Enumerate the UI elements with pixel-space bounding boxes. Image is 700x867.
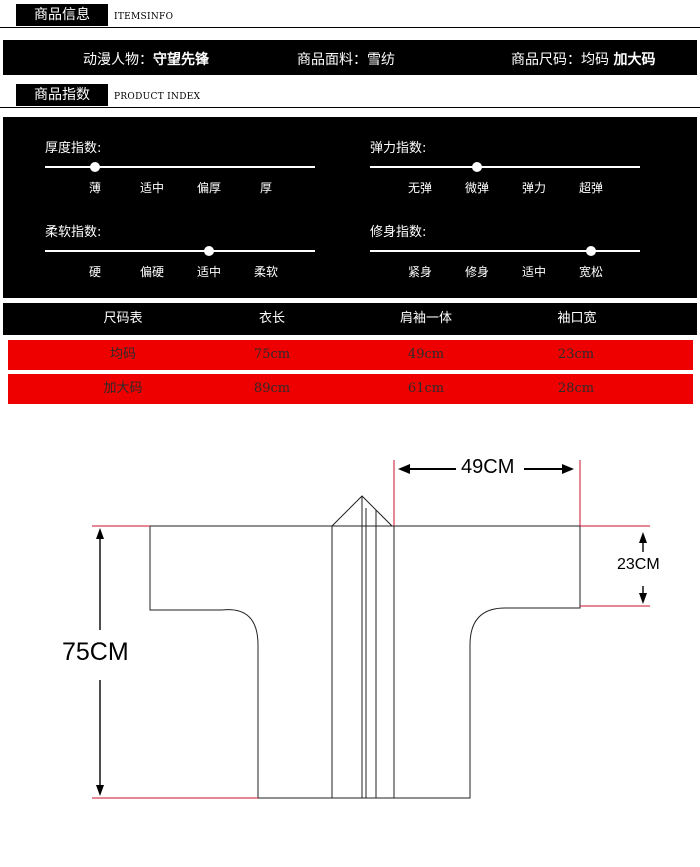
header-size: 尺码表 xyxy=(103,311,143,326)
index-option: 薄 xyxy=(88,181,102,195)
row-size: 均码 xyxy=(109,347,137,362)
row-shoulder-sleeve: 61cm xyxy=(407,381,445,396)
section-header-items-info: 商品信息 ITEMSINFO xyxy=(0,0,700,28)
header-shoulder-sleeve: 肩袖一体 xyxy=(399,311,453,326)
index-title: 厚度指数: xyxy=(45,141,102,156)
row-cuff-width: 28cm xyxy=(557,381,595,396)
product-index-panel: 厚度指数: 薄 适中 偏厚 厚 弹力指数: 无弹 微弹 弹力 超弹 柔软指数: … xyxy=(3,117,697,298)
shoulder-sleeve-dimension-label: 49CM xyxy=(461,456,515,478)
character-value: 守望先锋 xyxy=(153,52,209,68)
index-title: 柔软指数: xyxy=(45,225,102,240)
index-scale-line xyxy=(370,166,640,168)
cuff-dimension-label: 23CM xyxy=(617,556,660,573)
item-info-bar: 动漫人物：守望先锋 商品面料：雪纺 商品尺码：均码 加大码 xyxy=(3,40,697,75)
size-field: 商品尺码：均码 加大码 xyxy=(511,49,655,69)
index-scale-line xyxy=(45,166,315,168)
index-option: 柔软 xyxy=(253,265,279,279)
character-label: 动漫人物： xyxy=(83,52,153,68)
index-title: 弹力指数: xyxy=(370,141,427,156)
section-subtitle: PRODUCT INDEX xyxy=(114,92,201,102)
garment-outline xyxy=(149,495,581,799)
index-option: 厚 xyxy=(259,181,273,195)
size-value: 均码 xyxy=(581,52,609,68)
section-rule xyxy=(0,27,700,28)
index-option: 硬 xyxy=(88,265,102,279)
index-scale-line xyxy=(370,250,640,252)
header-length: 衣长 xyxy=(258,311,286,326)
index-scale-line xyxy=(45,250,315,252)
section-header-product-index: 商品指数 PRODUCT INDEX xyxy=(0,80,700,108)
index-option: 偏厚 xyxy=(196,181,222,195)
section-tag: 商品信息 xyxy=(16,4,108,26)
section-rule xyxy=(0,107,700,108)
index-option: 修身 xyxy=(464,265,490,279)
index-option: 宽松 xyxy=(578,265,604,279)
index-marker xyxy=(586,246,596,256)
index-option: 无弹 xyxy=(407,181,433,195)
table-row: 均码 75cm 49cm 23cm xyxy=(8,340,693,370)
row-cuff-width: 23cm xyxy=(557,347,595,362)
garment-measurement-diagram: 75CM 49CM 23CM xyxy=(0,440,700,863)
index-option: 微弹 xyxy=(464,181,490,195)
size-table-header: 尺码表 衣长 肩袖一体 袖口宽 xyxy=(3,303,697,335)
row-shoulder-sleeve: 49cm xyxy=(407,347,445,362)
garment-svg xyxy=(92,460,650,799)
index-marker xyxy=(204,246,214,256)
index-option: 弹力 xyxy=(521,181,547,195)
length-arrow xyxy=(96,528,104,796)
fabric-field: 商品面料：雪纺 xyxy=(297,49,395,69)
index-option: 紧身 xyxy=(407,265,433,279)
index-option: 适中 xyxy=(521,265,547,279)
index-marker xyxy=(90,162,100,172)
index-title: 修身指数: xyxy=(370,225,427,240)
section-subtitle: ITEMSINFO xyxy=(114,12,174,22)
size-label: 商品尺码： xyxy=(511,52,581,68)
index-marker xyxy=(472,162,482,172)
row-length: 89cm xyxy=(253,381,291,396)
index-option: 超弹 xyxy=(578,181,604,195)
size-value-large: 加大码 xyxy=(613,52,656,68)
index-option: 偏硬 xyxy=(139,265,165,279)
row-size: 加大码 xyxy=(103,381,143,396)
index-option: 适中 xyxy=(196,265,222,279)
table-row: 加大码 89cm 61cm 28cm xyxy=(8,374,693,404)
cuff-arrow xyxy=(639,532,647,604)
section-tag: 商品指数 xyxy=(16,84,108,106)
fabric-value: 雪纺 xyxy=(367,52,395,68)
length-dimension-label: 75CM xyxy=(62,638,129,666)
index-option: 适中 xyxy=(139,181,165,195)
row-length: 75cm xyxy=(253,347,291,362)
fabric-label: 商品面料： xyxy=(297,52,367,68)
dimension-guides xyxy=(92,460,650,799)
shoulder-sleeve-arrow xyxy=(398,464,574,474)
character-field: 动漫人物：守望先锋 xyxy=(83,49,209,69)
header-cuff-width: 袖口宽 xyxy=(557,311,597,326)
